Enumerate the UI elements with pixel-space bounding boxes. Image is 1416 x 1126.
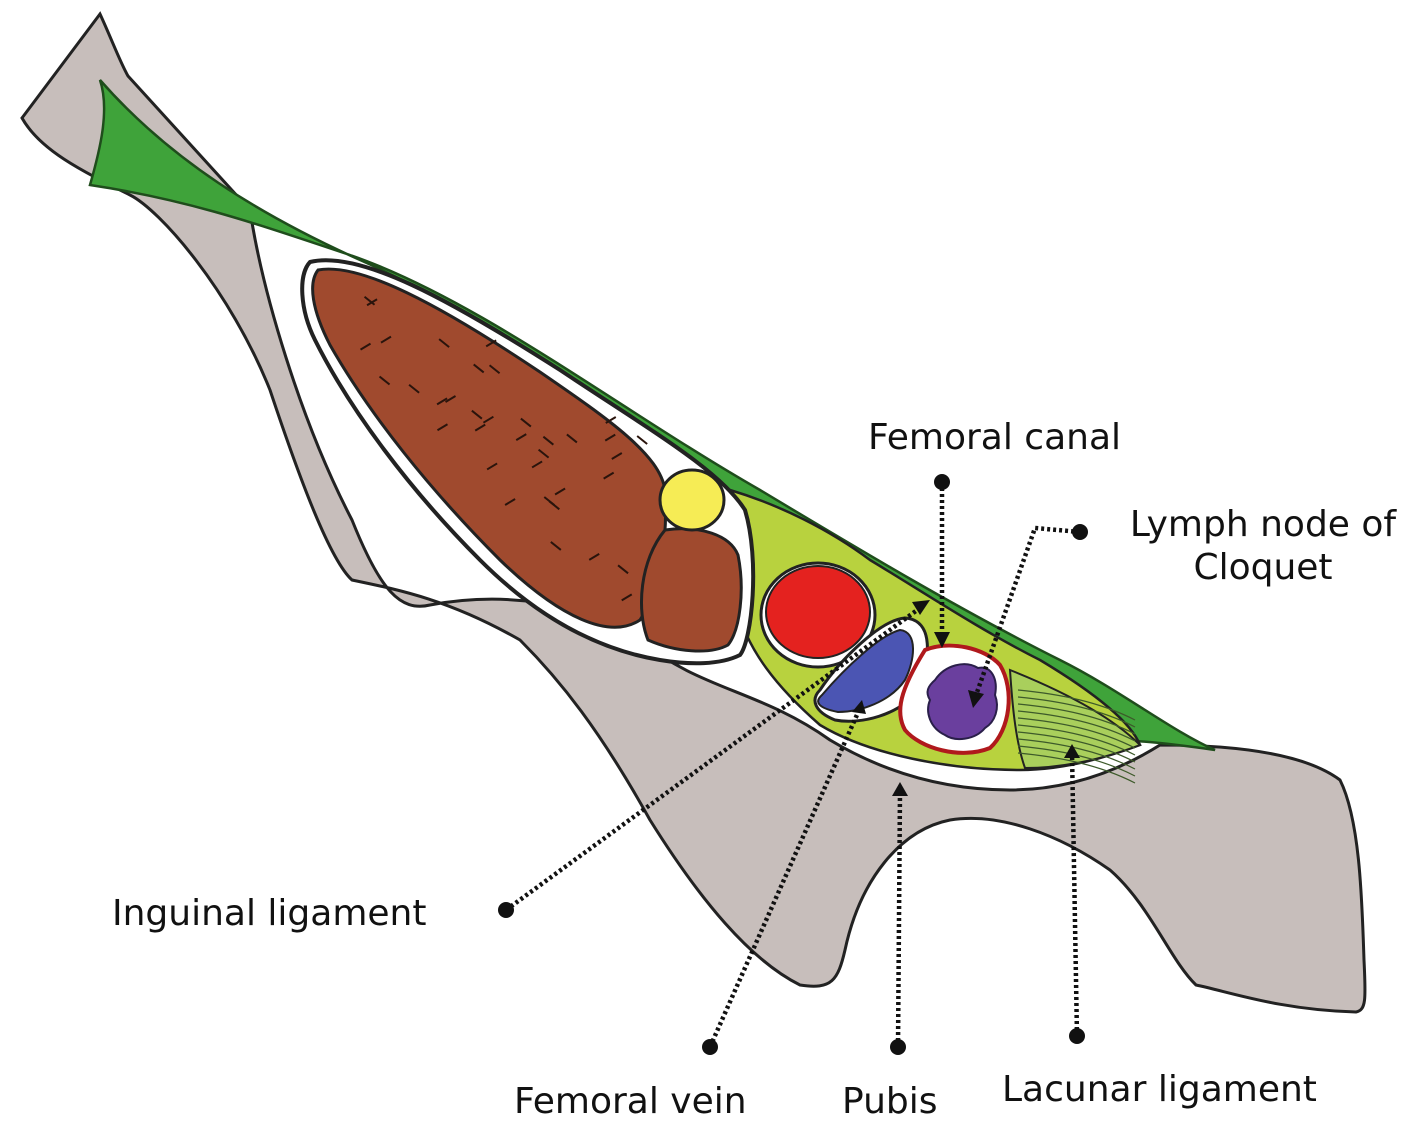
femoral-nerve (660, 470, 724, 530)
femoral-artery (766, 566, 870, 658)
label-pubis: Pubis (842, 1080, 938, 1123)
lymph-node-of-cloquet (928, 664, 997, 739)
label-inguinal-ligament: Inguinal ligament (112, 892, 427, 935)
label-lymph-node-line2: Cloquet (1118, 546, 1408, 589)
label-femoral-canal: Femoral canal (868, 416, 1121, 459)
label-femoral-vein: Femoral vein (514, 1080, 747, 1123)
label-lacunar-ligament: Lacunar ligament (1002, 1068, 1317, 1111)
label-lymph-node-line1: Lymph node of (1118, 503, 1408, 546)
pectineus-muscle (641, 529, 741, 651)
label-lymph-node-of-cloquet: Lymph node of Cloquet (1118, 503, 1408, 589)
